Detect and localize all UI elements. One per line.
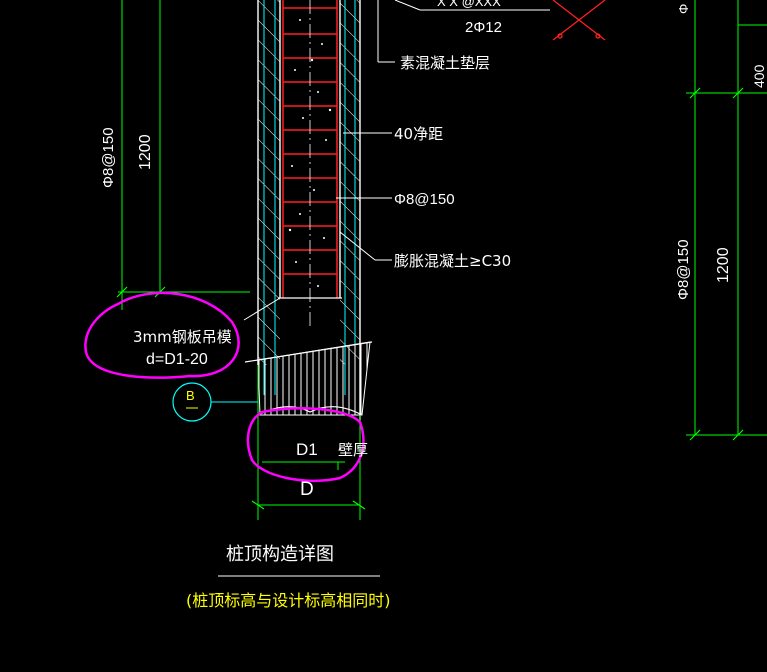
steel-plate-line1: 3mm钢板吊模 <box>133 328 232 346</box>
left-length-label: 1200 <box>137 134 154 170</box>
steel-plate-line2: d=D1-20 <box>146 351 208 368</box>
section-marker: B <box>172 382 258 422</box>
subtitle: (桩顶标高与设计标高相同时) <box>186 591 391 610</box>
plain-concrete-cushion-label: 素混凝土垫层 <box>400 54 490 72</box>
top-rebar-label: 2Φ12 <box>465 19 502 36</box>
expansive-concrete-label: 膨胀混凝土≥C30 <box>394 252 511 270</box>
steel-plate-note: 3mm钢板吊模 d=D1-20 <box>84 291 240 379</box>
dim-wall: 壁厚 <box>338 441 368 459</box>
drawing-title: 桩顶构造详图 (桩顶标高与设计标高相同时) <box>186 544 391 610</box>
right-partial-dim: 400 <box>751 64 767 88</box>
center-leaders <box>243 132 392 321</box>
magenta-cloud-upper <box>84 291 240 379</box>
right-pile-wall <box>340 0 360 365</box>
red-x-marker <box>552 0 606 41</box>
section-marker-letter: B <box>186 388 195 403</box>
stirrup-center-label: Φ8@150 <box>394 191 455 208</box>
concrete-aggregate <box>288 19 332 287</box>
right-dimension-chain: Φ8@150 1200 Φ 400 <box>675 0 767 441</box>
right-partial-top: Φ <box>676 4 691 14</box>
dim-d: D <box>300 479 314 500</box>
top-labels: X X @XXX 2Φ12 素混凝土垫层 <box>377 0 606 72</box>
top-rebar-partial: X X @XXX <box>437 0 501 9</box>
clear-distance-label: 40净距 <box>394 125 443 143</box>
title: 桩顶构造详图 <box>226 544 334 565</box>
pile-body <box>244 0 373 520</box>
left-dimension-chain: Φ8@150 1200 <box>100 0 250 310</box>
left-pile-wall <box>258 0 280 365</box>
right-stirrup-label: Φ8@150 <box>675 239 692 300</box>
right-length-label: 1200 <box>715 247 732 283</box>
bottom-dimensions: D1 壁厚 D <box>246 407 368 510</box>
magenta-cloud-lower <box>246 407 365 482</box>
left-stirrup-label: Φ8@150 <box>100 127 117 188</box>
dim-d1: D1 <box>296 440 318 459</box>
